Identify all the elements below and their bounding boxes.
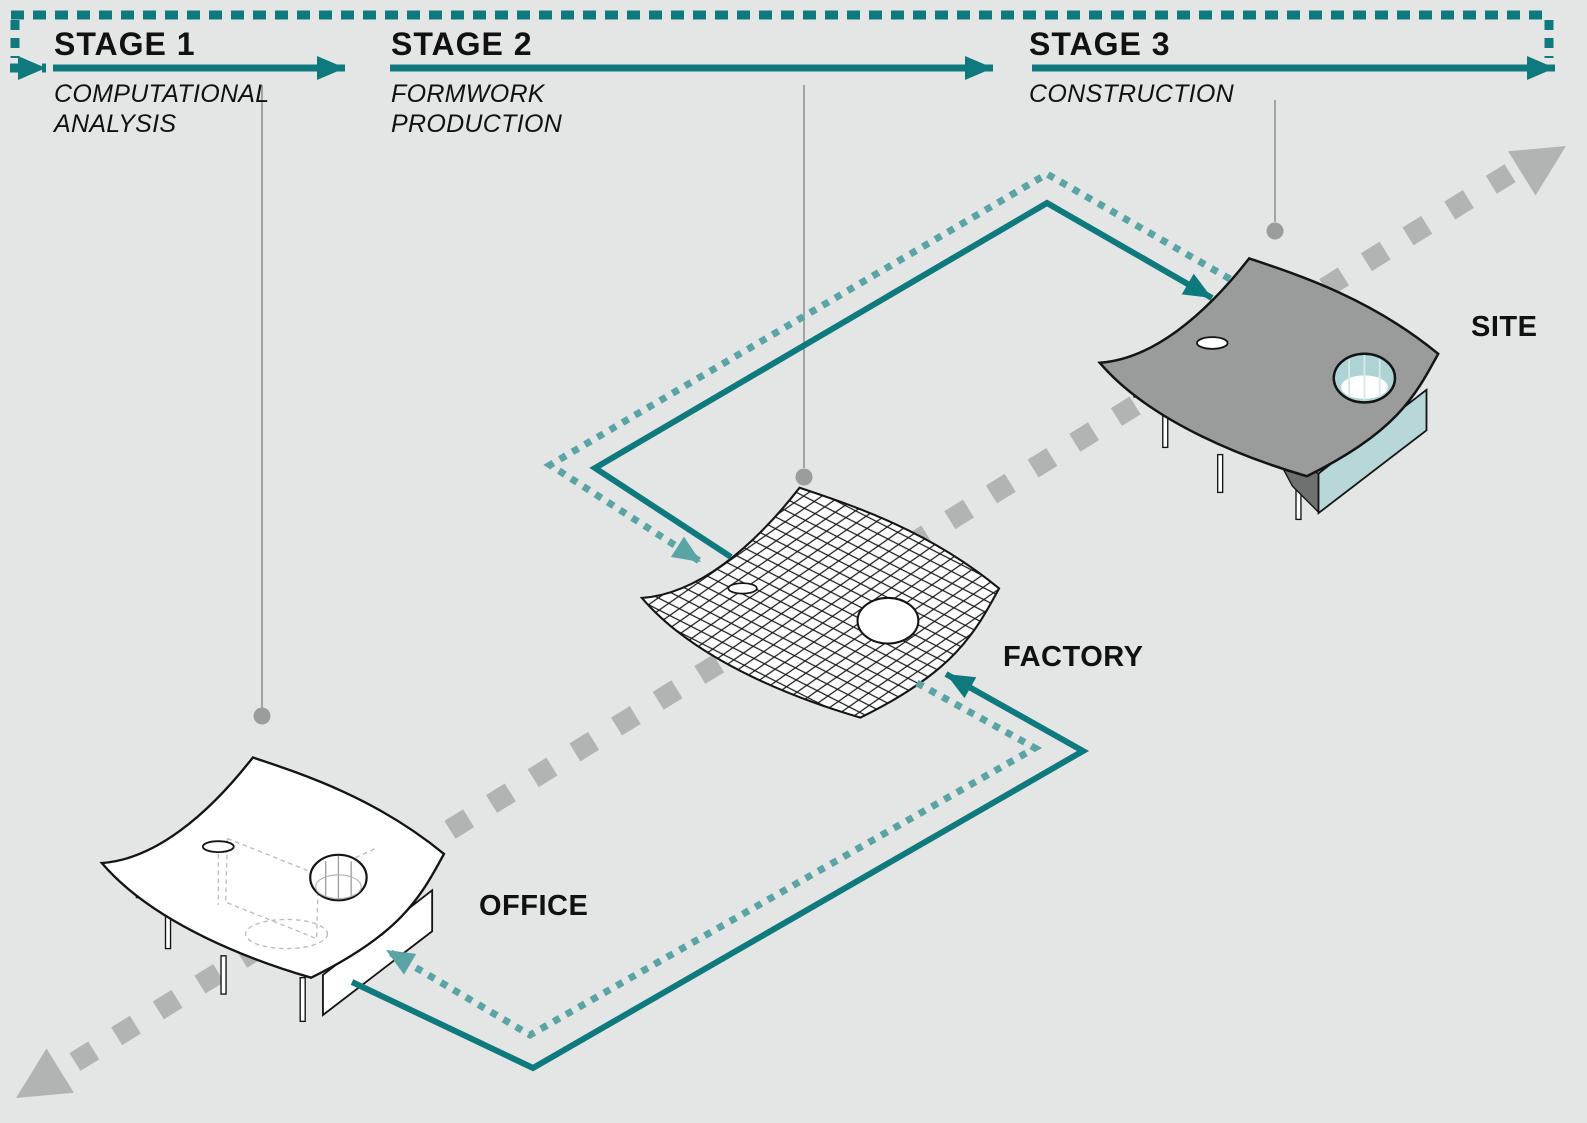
stage3-subtitle-line1: CONSTRUCTION: [1029, 80, 1234, 108]
stage2-title: STAGE 2: [391, 26, 533, 62]
office-cylinder-hole: [309, 853, 368, 902]
connector-dot-stage2: [795, 468, 813, 486]
flow-factory-to-site-solid: [589, 199, 1214, 560]
site-illustration: [1098, 257, 1440, 521]
feedback-site-to-factory-dotted: [543, 169, 1232, 565]
office-label: OFFICE: [479, 890, 589, 922]
flow-lines: [350, 169, 1232, 1072]
office-illustration: [100, 756, 446, 1023]
connector-dot-stage1: [253, 707, 271, 725]
factory-label: FACTORY: [1003, 641, 1144, 673]
stage2-subtitle-line2: PRODUCTION: [391, 109, 563, 138]
stage-connectors: [253, 85, 1284, 725]
site-label: SITE: [1471, 311, 1538, 343]
flow-office-to-factory-solid: [350, 671, 1090, 1072]
stage1-subtitle-line1: COMPUTATIONAL: [54, 80, 270, 108]
timeline-arrowhead-start-icon: [16, 1048, 74, 1098]
stage3-subtitle: CONSTRUCTION: [1029, 80, 1234, 110]
stage2-subtitle: FORMWORK PRODUCTION: [391, 80, 562, 139]
stage2-subtitle-line1: FORMWORK: [391, 80, 545, 108]
stage1-title: STAGE 1: [54, 26, 196, 62]
stage1-subtitle-line2: ANALYSIS: [54, 109, 177, 138]
stage1-subtitle: COMPUTATIONAL ANALYSIS: [54, 80, 269, 139]
site-cylinder-hole: [1332, 352, 1397, 404]
stage3-title: STAGE 3: [1029, 26, 1171, 62]
meta-loop-border: [10, 10, 1554, 80]
office-small-hole: [201, 840, 235, 854]
site-small-hole: [1196, 336, 1229, 350]
feedback-factory-to-office-dotted: [384, 679, 1043, 1040]
connector-dot-stage3: [1266, 222, 1284, 240]
timeline-arrowhead-end-icon: [1508, 146, 1566, 196]
factory-big-hole: [856, 596, 920, 645]
factory-illustration: [640, 486, 1001, 719]
factory-small-hole: [727, 582, 758, 595]
